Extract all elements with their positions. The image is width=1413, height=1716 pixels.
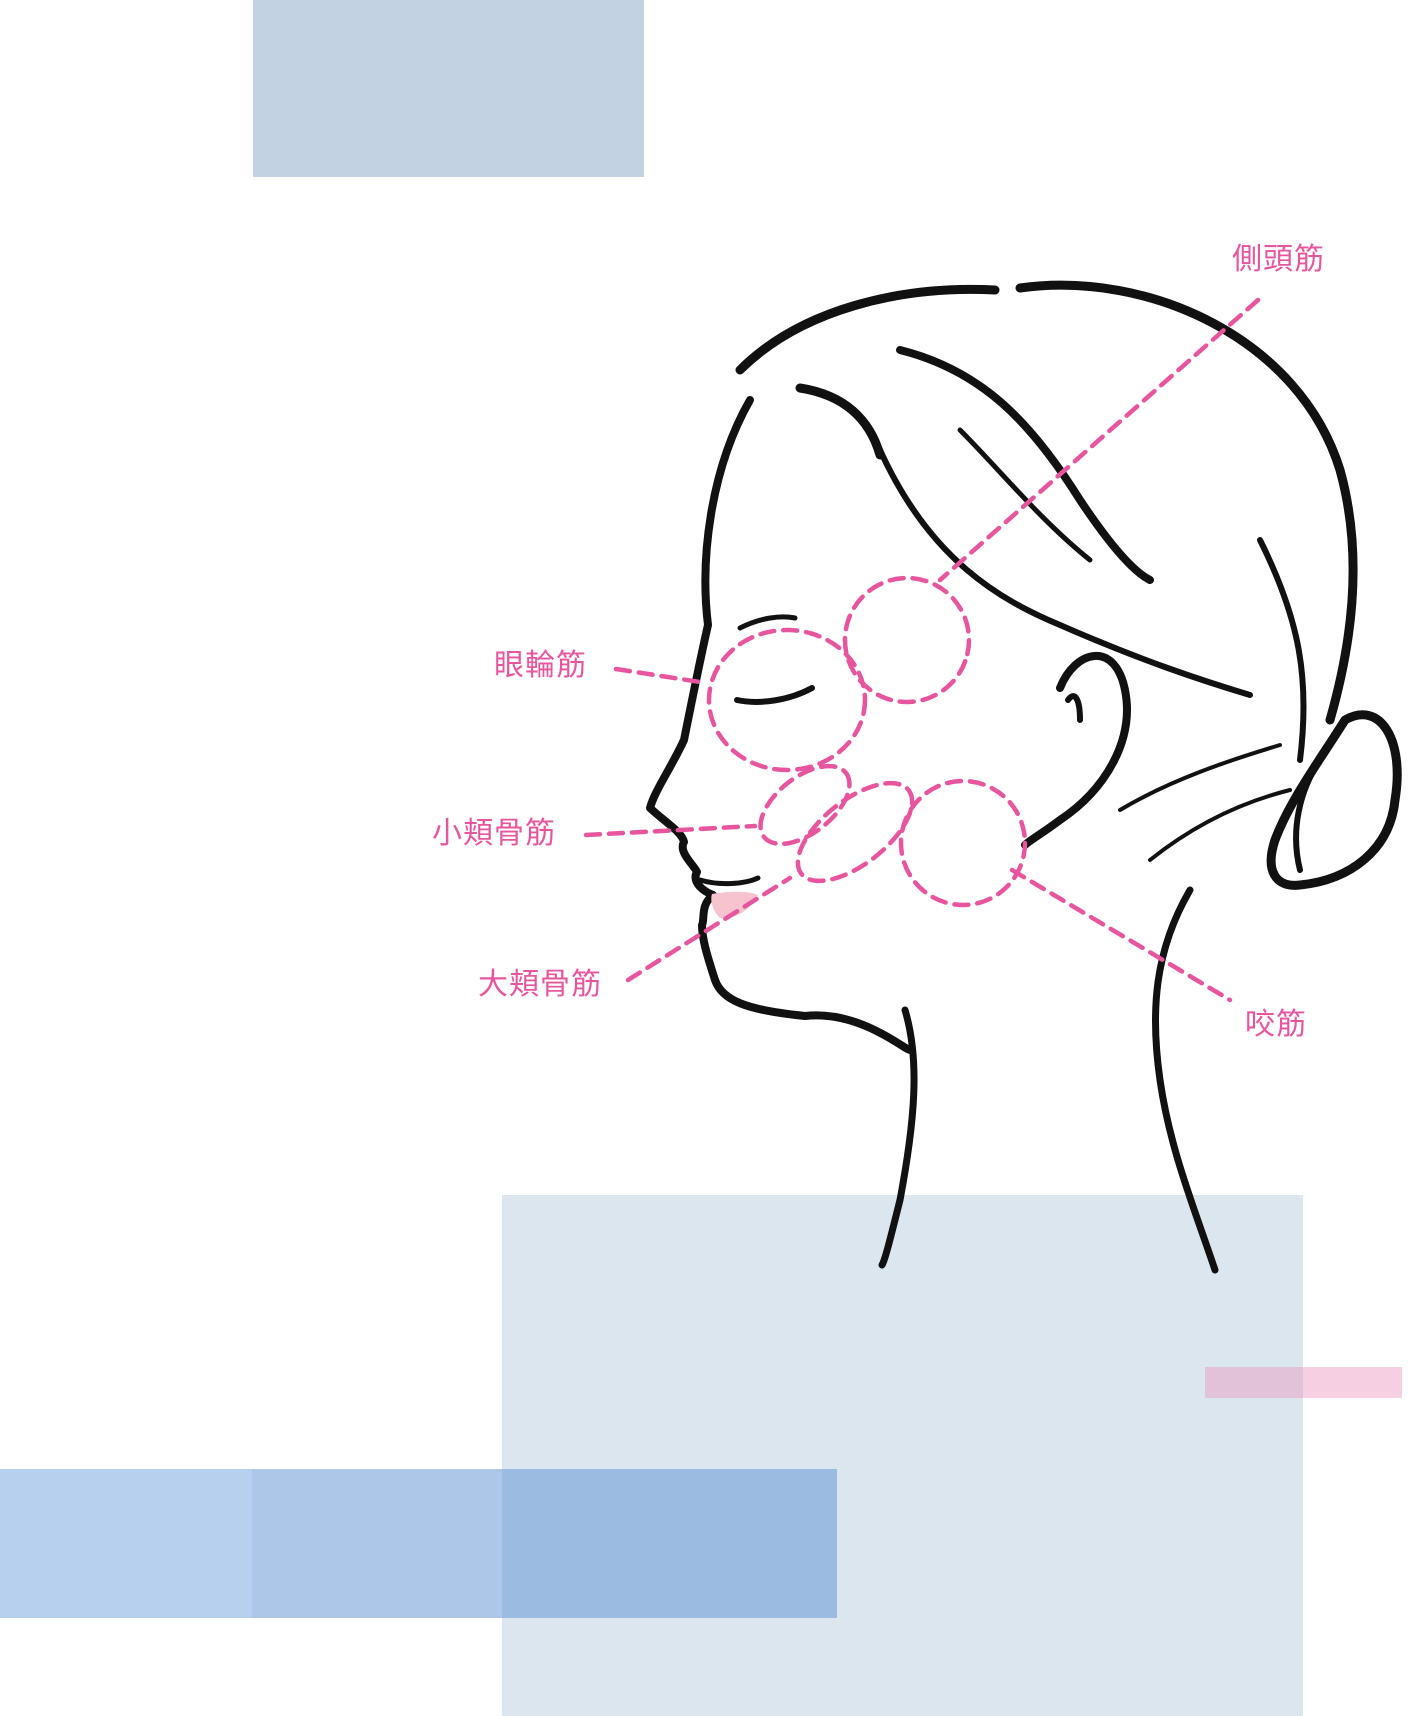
hair-line-4 [1257, 537, 1307, 763]
decor-block-large [502, 1195, 1303, 1716]
hair-line-3 [877, 447, 1253, 698]
head-top-line [735, 284, 1000, 375]
ear-line [1021, 652, 1131, 849]
ear-inner-line [1065, 693, 1083, 723]
leader-lines [583, 297, 1261, 1003]
neck-back-line [1151, 886, 1219, 1274]
mouth-line [697, 875, 761, 887]
leader-masseter [1009, 867, 1233, 1003]
face-profile-line [646, 396, 914, 1054]
label-orbicularis-oculi: 眼輪筋 [494, 648, 587, 683]
zygomaticus-minor-region [758, 763, 852, 847]
eyebrow-line [737, 614, 798, 631]
nape-hair-line-1 [1118, 743, 1282, 812]
label-temporalis: 側頭筋 [1232, 242, 1325, 277]
zygomaticus-major-region [795, 780, 915, 884]
label-zygomaticus-major: 大頬骨筋 [478, 967, 602, 1002]
leader-zygomaticus-major [625, 875, 793, 983]
leader-zygomaticus-minor [583, 823, 758, 838]
hair-bun-line [1266, 710, 1402, 890]
leader-orbicularis-oculi [613, 666, 703, 685]
temporalis-region [842, 575, 972, 705]
hair-bun-inner [1293, 757, 1323, 873]
decor-block-blue-overlay [252, 1469, 837, 1618]
hair-line-2 [957, 427, 1093, 563]
eye-closed-line [734, 685, 815, 705]
decor-block-blue [0, 1469, 837, 1618]
head-back-line [1015, 280, 1358, 725]
leader-temporalis [937, 297, 1261, 583]
label-zygomaticus-minor: 小頬骨筋 [432, 816, 556, 851]
masseter-region [898, 778, 1028, 908]
hair-line-1 [896, 346, 1154, 584]
nape-hair-line-2 [1148, 788, 1292, 862]
decor-block-top [253, 0, 644, 177]
orbicularis-oculi-region [706, 627, 868, 773]
decor-block-pink [1205, 1367, 1402, 1398]
muscle-overlays [706, 575, 1028, 908]
label-masseter: 咬筋 [1245, 1007, 1307, 1042]
hair-line-front [795, 383, 885, 460]
neck-front-line [878, 1006, 918, 1269]
head-sketch [646, 280, 1402, 1274]
lip-fill [711, 891, 758, 919]
